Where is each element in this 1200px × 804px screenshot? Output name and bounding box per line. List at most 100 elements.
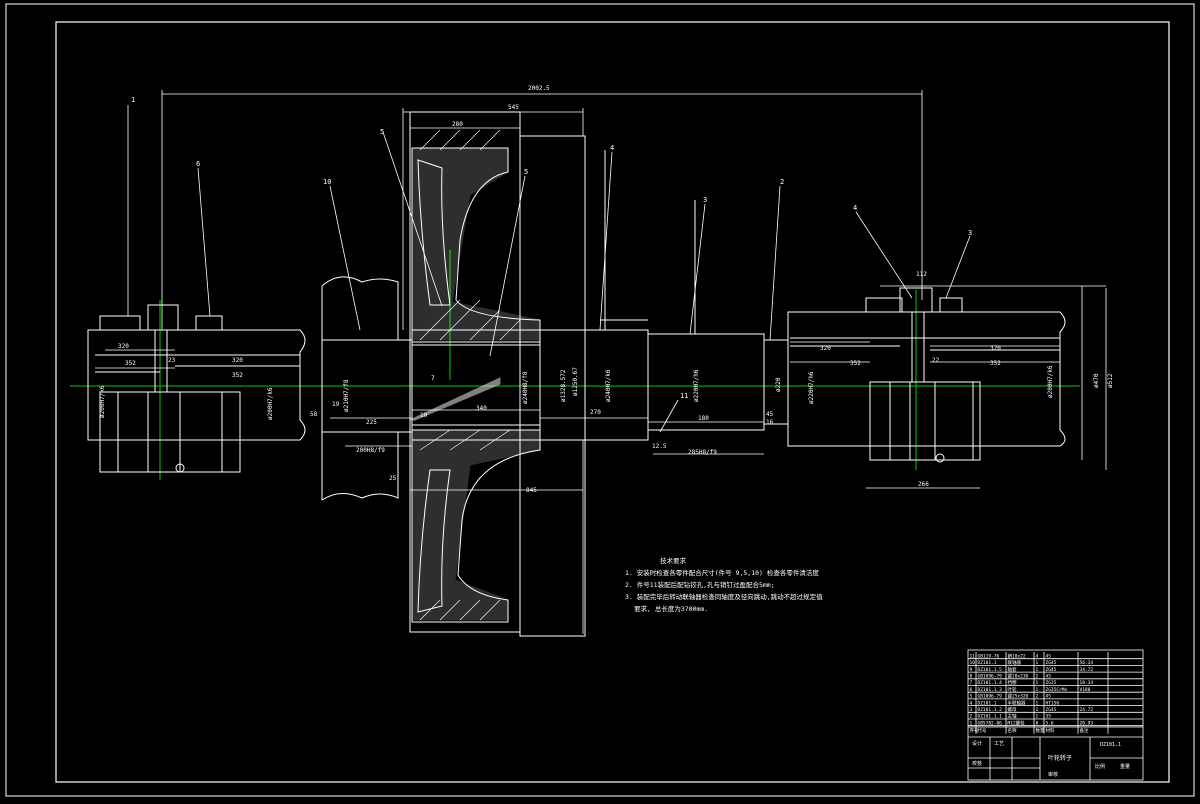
dim-top-hub: 545 (508, 104, 519, 111)
parts-cell-name: 挡圈 (1008, 679, 1017, 686)
parts-cell-no: 5 (970, 694, 973, 700)
parts-cell-no: 11 (970, 653, 976, 659)
parts-cell-note: 20.93 (1080, 720, 1094, 726)
part-label-4b: 4 (853, 204, 857, 212)
dimension-lines (95, 90, 1107, 634)
parts-cell-mat: ZG35CrMo (1046, 687, 1068, 693)
parts-cell-mat: 5.6 (1046, 720, 1054, 726)
dim-d8b: ø220H7/h6 (808, 371, 815, 404)
dim-340: 340 (476, 405, 487, 412)
dim-d10: ø200H7/k6 (99, 385, 106, 418)
dim-180: 180 (698, 415, 709, 422)
parts-cell-mat: HT150 (1046, 700, 1060, 706)
dim-d9: ø200H7/k6 (267, 387, 274, 420)
part-label-2: 2 (780, 178, 784, 186)
dim-320a: 320 (118, 343, 129, 350)
dim-45: 45 (766, 411, 774, 418)
parts-cell-no: 3 (970, 707, 973, 713)
dim-25: 25 (389, 475, 397, 482)
parts-header-cell: 序号 (970, 727, 979, 734)
left-bearing-housing (321, 276, 399, 501)
tb-label-check: 校核 (972, 760, 982, 767)
parts-cell-qty: 8 (1036, 720, 1039, 726)
drawing-number: DZ101.1 (1100, 742, 1121, 748)
parts-header-cell: 备注 (1080, 727, 1089, 734)
parts-cell-qty: 2 (1036, 674, 1039, 680)
parts-cell-no: 4 (970, 700, 973, 706)
right-coupling (787, 287, 1066, 463)
notes-line-1: 1. 安装时检查各零件配合尺寸(件号 9,5,10) 检查各零件清洁度 (625, 568, 819, 577)
dim-d7: ø220 (775, 377, 782, 392)
parts-cell-name: 主轴 (1008, 713, 1017, 720)
dim-266: 266 (918, 481, 929, 488)
dim-fit-b: 285H8/f9 (688, 449, 717, 456)
parts-cell-code: DZ101.1.1 (978, 714, 1003, 720)
parts-cell-note: 18.34 (1080, 680, 1094, 686)
parts-header-cell: 材料 (1046, 727, 1055, 734)
notes-line-2: 2. 件号11装配后配钻铰孔,孔与销钉过盈配合5mm; (625, 580, 775, 589)
parts-cell-code: DZ101.1 (978, 660, 997, 666)
dim-d8: ø220H7/h6 (693, 369, 700, 402)
parts-cell-qty: 1 (1036, 687, 1039, 693)
parts-cell-code: GB119-76 (978, 653, 1000, 659)
part-label-3: 3 (703, 196, 707, 204)
drawing-title: 叶轮转子 (1048, 754, 1072, 762)
parts-cell-qty: 1 (1036, 707, 1039, 713)
parts-cell-mat: ZG35 (1046, 680, 1057, 686)
dim-320c: 320 (820, 345, 831, 352)
part-label-11: 11 (680, 392, 688, 400)
dim-845: 845 (526, 487, 537, 494)
dim-16: 16 (766, 419, 774, 426)
dim-10: 10 (420, 412, 428, 419)
dim-d1: ø1250.67 (572, 367, 579, 396)
title-block-text: 叶轮转子 DZ101.1 设计 校核 审核 工艺 比例 重量 (972, 740, 1130, 778)
impeller (409, 111, 586, 637)
dim-d6: ø240H7/k6 (605, 369, 612, 402)
leader-lines (127, 105, 971, 433)
parts-cell-code: DZ101.1.2 (978, 707, 1003, 713)
dim-320b: 320 (232, 357, 243, 364)
part-label-1: 1 (131, 96, 135, 104)
notes-line-4: 要求, 总长度为3700mm. (634, 604, 708, 613)
parts-cell-no: 8 (970, 674, 973, 680)
dim-d11: ø470 (1093, 373, 1100, 388)
dim-19: 19 (332, 401, 340, 408)
dim-d5: ø210H7/f8 (343, 379, 350, 412)
parts-cell-no: 6 (970, 687, 973, 693)
parts-cell-qty: 1 (1036, 667, 1039, 673)
part-label-3b: 3 (968, 229, 972, 237)
parts-cell-note: V180 (1080, 687, 1091, 693)
dim-352a: 352 (125, 360, 136, 367)
tb-label-scale: 比例 (1095, 763, 1105, 770)
dim-58: 58 (310, 411, 318, 418)
tb-label-approve: 审核 (1048, 771, 1058, 778)
part-label-4: 4 (610, 144, 614, 152)
parts-cell-no: 10 (970, 660, 976, 666)
parts-cell-qty: 1 (1036, 714, 1039, 720)
parts-header-cell: 数量 (1036, 727, 1045, 734)
parts-cell-mat: 45 (1046, 694, 1052, 700)
parts-cell-mat: 45 (1046, 653, 1052, 659)
part-label-6: 6 (196, 160, 200, 168)
parts-cell-code: DZ101.1 (978, 700, 997, 706)
dim-352d: 352 (990, 360, 1001, 367)
parts-cell-name: 半联轴器 (1008, 699, 1026, 706)
notes-title: 技术要求 (660, 556, 687, 565)
dim-352c: 352 (850, 360, 861, 367)
parts-cell-name: 联轴器 (1008, 659, 1022, 666)
parts-cell-note: 34.72 (1080, 667, 1094, 673)
dimension-labels: 2002.5 545 280 320 352 320 352 23 58 19 … (118, 85, 1001, 494)
vertical-dimension-labels: ø200H7/k6 ø200H7/k6 ø210H7/f8 ø240H8/f8 … (99, 365, 1114, 420)
key (409, 377, 501, 421)
dim-d4: ø240H8/f8 (522, 371, 529, 404)
parts-cell-mat: ZG45 (1046, 707, 1057, 713)
parts-cell-code: DZ101.1.3 (978, 687, 1003, 693)
parts-cell-code: GB5782-86 (978, 720, 1003, 726)
dim-22: 22 (932, 357, 940, 364)
dim-rim: 280 (452, 121, 463, 128)
parts-cell-name: 螺母 (1008, 706, 1017, 713)
parts-cell-no: 9 (970, 667, 973, 673)
